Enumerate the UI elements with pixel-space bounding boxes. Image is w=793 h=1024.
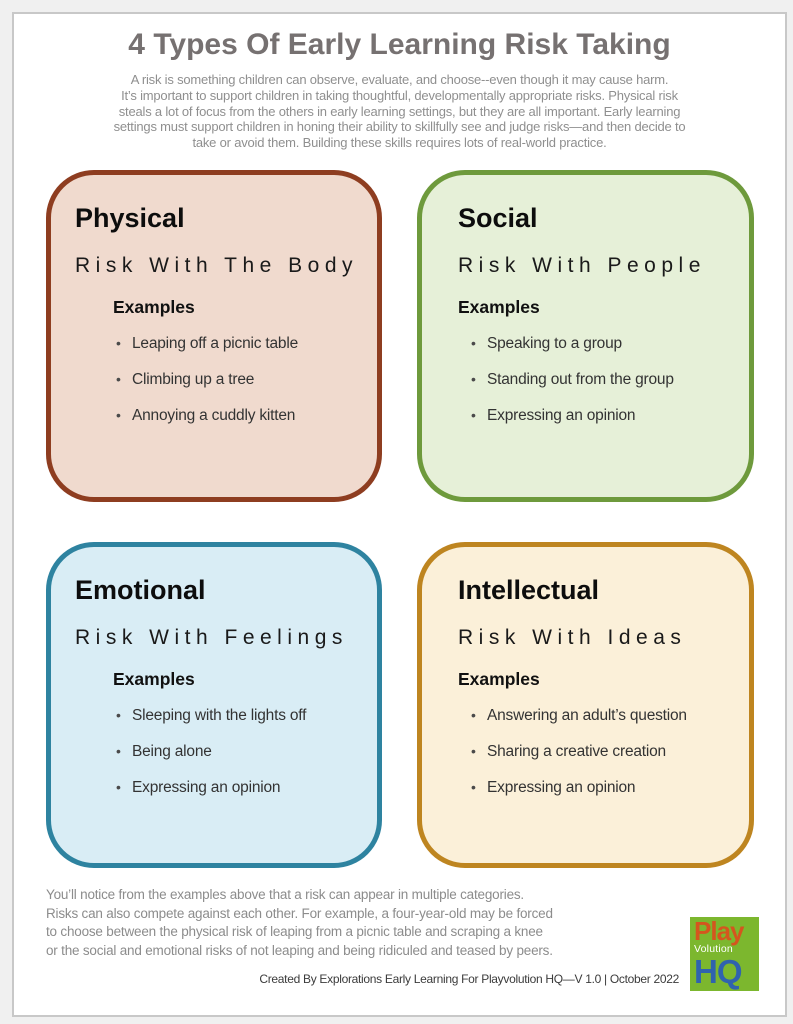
risk-card-social: Social Risk With People Examples Speakin…	[417, 170, 754, 502]
card-subtitle-intellectual: Risk With Ideas	[458, 626, 687, 649]
page-title: 4 Types Of Early Learning Risk Taking	[128, 28, 671, 61]
example-item: Speaking to a group	[470, 332, 739, 355]
credit-line: Created By Explorations Early Learning F…	[259, 972, 679, 986]
example-list-intellectual: Answering an adult’s question Sharing a …	[470, 704, 739, 799]
example-item: Being alone	[115, 740, 363, 763]
examples-heading-intellectual: Examples	[458, 669, 540, 689]
intro-paragraph: A risk is something children can observe…	[113, 72, 686, 151]
examples-heading-social: Examples	[458, 297, 540, 317]
card-title-intellectual: Intellectual	[458, 575, 600, 605]
example-item: Sharing a creative creation	[470, 740, 739, 763]
logo-play-text: Play	[694, 917, 745, 946]
card-title-emotional: Emotional	[75, 575, 206, 605]
card-subtitle-emotional: Risk With Feelings	[75, 626, 348, 649]
logo-volution-text: Volution	[694, 943, 733, 955]
footer-note: You’ll notice from the examples above th…	[46, 887, 553, 958]
example-item: Standing out from the group	[470, 368, 739, 391]
playvolution-hq-logo: Play Volution HQ	[690, 917, 759, 991]
risk-card-physical: Physical Risk With The Body Examples Lea…	[46, 170, 382, 502]
example-item: Annoying a cuddly kitten	[115, 404, 363, 427]
example-list-emotional: Sleeping with the lights off Being alone…	[115, 704, 363, 799]
example-item: Expressing an opinion	[470, 776, 739, 799]
card-title-physical: Physical	[75, 203, 185, 233]
document-page: 4 Types Of Early Learning Risk Taking A …	[12, 12, 787, 1017]
example-list-social: Speaking to a group Standing out from th…	[470, 332, 739, 427]
risk-card-emotional: Emotional Risk With Feelings Examples Sl…	[46, 542, 382, 868]
example-item: Expressing an opinion	[470, 404, 739, 427]
card-subtitle-social: Risk With People	[458, 254, 706, 277]
example-item: Sleeping with the lights off	[115, 704, 363, 727]
example-item: Answering an adult’s question	[470, 704, 739, 727]
example-item: Climbing up a tree	[115, 368, 363, 391]
example-item: Leaping off a picnic table	[115, 332, 363, 355]
examples-heading-emotional: Examples	[113, 669, 195, 689]
example-list-physical: Leaping off a picnic table Climbing up a…	[115, 332, 363, 427]
logo-hq-text: HQ	[694, 953, 743, 990]
card-title-social: Social	[458, 203, 538, 233]
risk-card-intellectual: Intellectual Risk With Ideas Examples An…	[417, 542, 754, 868]
example-item: Expressing an opinion	[115, 776, 363, 799]
card-subtitle-physical: Risk With The Body	[75, 254, 359, 277]
examples-heading-physical: Examples	[113, 297, 195, 317]
